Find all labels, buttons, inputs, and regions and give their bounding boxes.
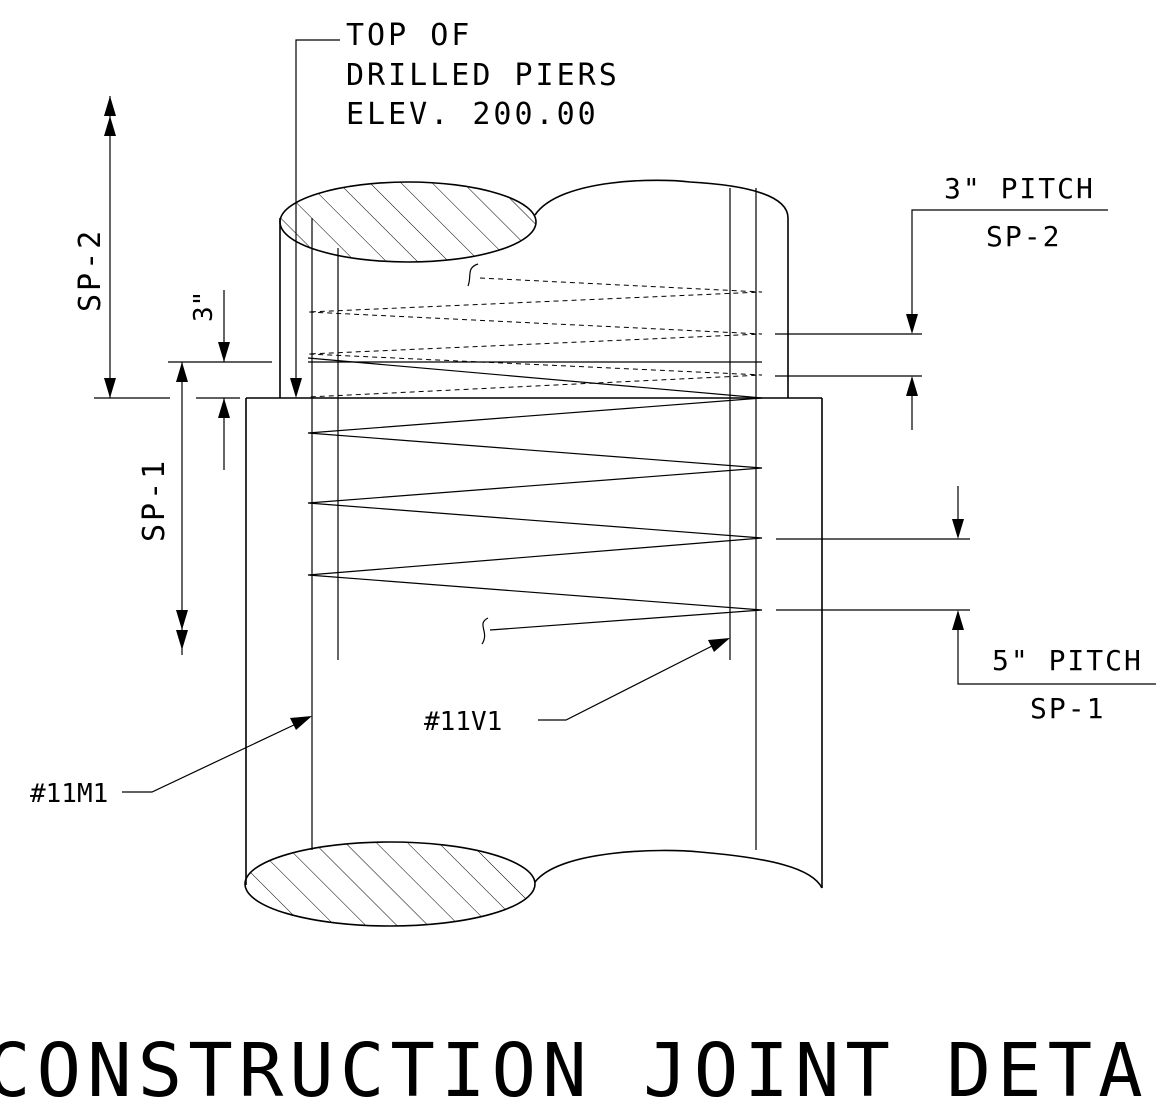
top-of-piers-leader bbox=[290, 39, 340, 398]
spiral-sp2-break-symbol bbox=[467, 263, 479, 287]
bar-v1-label: #11V1 bbox=[424, 707, 502, 737]
spiral-sp2-dashed bbox=[307, 277, 763, 398]
pitch-sp1-arrow-up bbox=[952, 610, 964, 630]
note-top-line1: TOP OF bbox=[346, 18, 472, 53]
three-inch-label: 3" bbox=[189, 291, 219, 322]
pitch-sp1-arrow-down bbox=[952, 519, 964, 539]
sp2-dimension bbox=[94, 96, 170, 399]
spiral-sp2 bbox=[307, 263, 763, 398]
lower-pier-section-hatch bbox=[244, 841, 536, 927]
pitch-sp2-leader bbox=[911, 209, 1108, 314]
pitch-upper-value: 3" PITCH bbox=[944, 172, 1095, 205]
sp1-arrow-top bbox=[176, 362, 188, 382]
pitch-sp1-leader bbox=[957, 630, 1156, 685]
sp1-arrow-bottom-double bbox=[176, 630, 188, 650]
offset-lower-arrow bbox=[218, 398, 230, 418]
sp1-arrow-bottom bbox=[176, 610, 188, 630]
note-top-line2: DRILLED PIERS bbox=[346, 58, 620, 93]
pitch-sp2-arrow-up bbox=[906, 376, 918, 396]
bar-leaders bbox=[122, 638, 730, 793]
pitch-lower-spiral: SP-1 bbox=[1030, 692, 1105, 725]
lower-pier-section bbox=[244, 397, 823, 927]
upper-pier-section bbox=[279, 179, 789, 398]
sp2-arrow-top bbox=[104, 96, 116, 116]
sp1-dimension bbox=[168, 361, 272, 655]
pitch-upper-spiral: SP-2 bbox=[986, 220, 1061, 253]
note-top-line3: ELEV. 200.00 bbox=[346, 97, 599, 132]
bar-m1-label: #11M1 bbox=[30, 779, 108, 809]
pitch-lower-value: 5" PITCH bbox=[992, 644, 1143, 677]
pitch-sp2-callout bbox=[775, 209, 1108, 430]
spiral-sp1-solid bbox=[307, 357, 763, 631]
sp2-arrow-bottom bbox=[104, 378, 116, 398]
top-of-piers-leader-line bbox=[295, 39, 340, 382]
three-inch-offset-dimension bbox=[196, 290, 240, 470]
pitch-sp2-arrow-down bbox=[906, 314, 918, 334]
upper-pier-section-hatch bbox=[279, 181, 537, 263]
spiral-sp1-break-symbol bbox=[481, 617, 489, 645]
lower-pier-back-curve bbox=[534, 849, 823, 889]
sp2-vertical-label: SP-2 bbox=[73, 228, 108, 312]
upper-pier-back-curve bbox=[534, 179, 789, 219]
bar-v1-arrowhead bbox=[708, 638, 730, 652]
top-of-piers-arrowhead bbox=[290, 378, 302, 398]
bar-m1-leader bbox=[122, 723, 297, 793]
pitch-sp1-callout bbox=[776, 486, 1156, 685]
bar-m1-arrowhead bbox=[290, 716, 312, 730]
spiral-sp1 bbox=[307, 357, 763, 645]
vertical-bars bbox=[311, 188, 757, 850]
sp1-vertical-label: SP-1 bbox=[137, 458, 172, 542]
drawing-title: CONSTRUCTION JOINT DETAIL bbox=[0, 1028, 1156, 1105]
bar-v1-leader bbox=[538, 643, 717, 721]
offset-upper-arrow bbox=[218, 342, 230, 362]
sp2-arrow-top-double bbox=[104, 116, 116, 136]
